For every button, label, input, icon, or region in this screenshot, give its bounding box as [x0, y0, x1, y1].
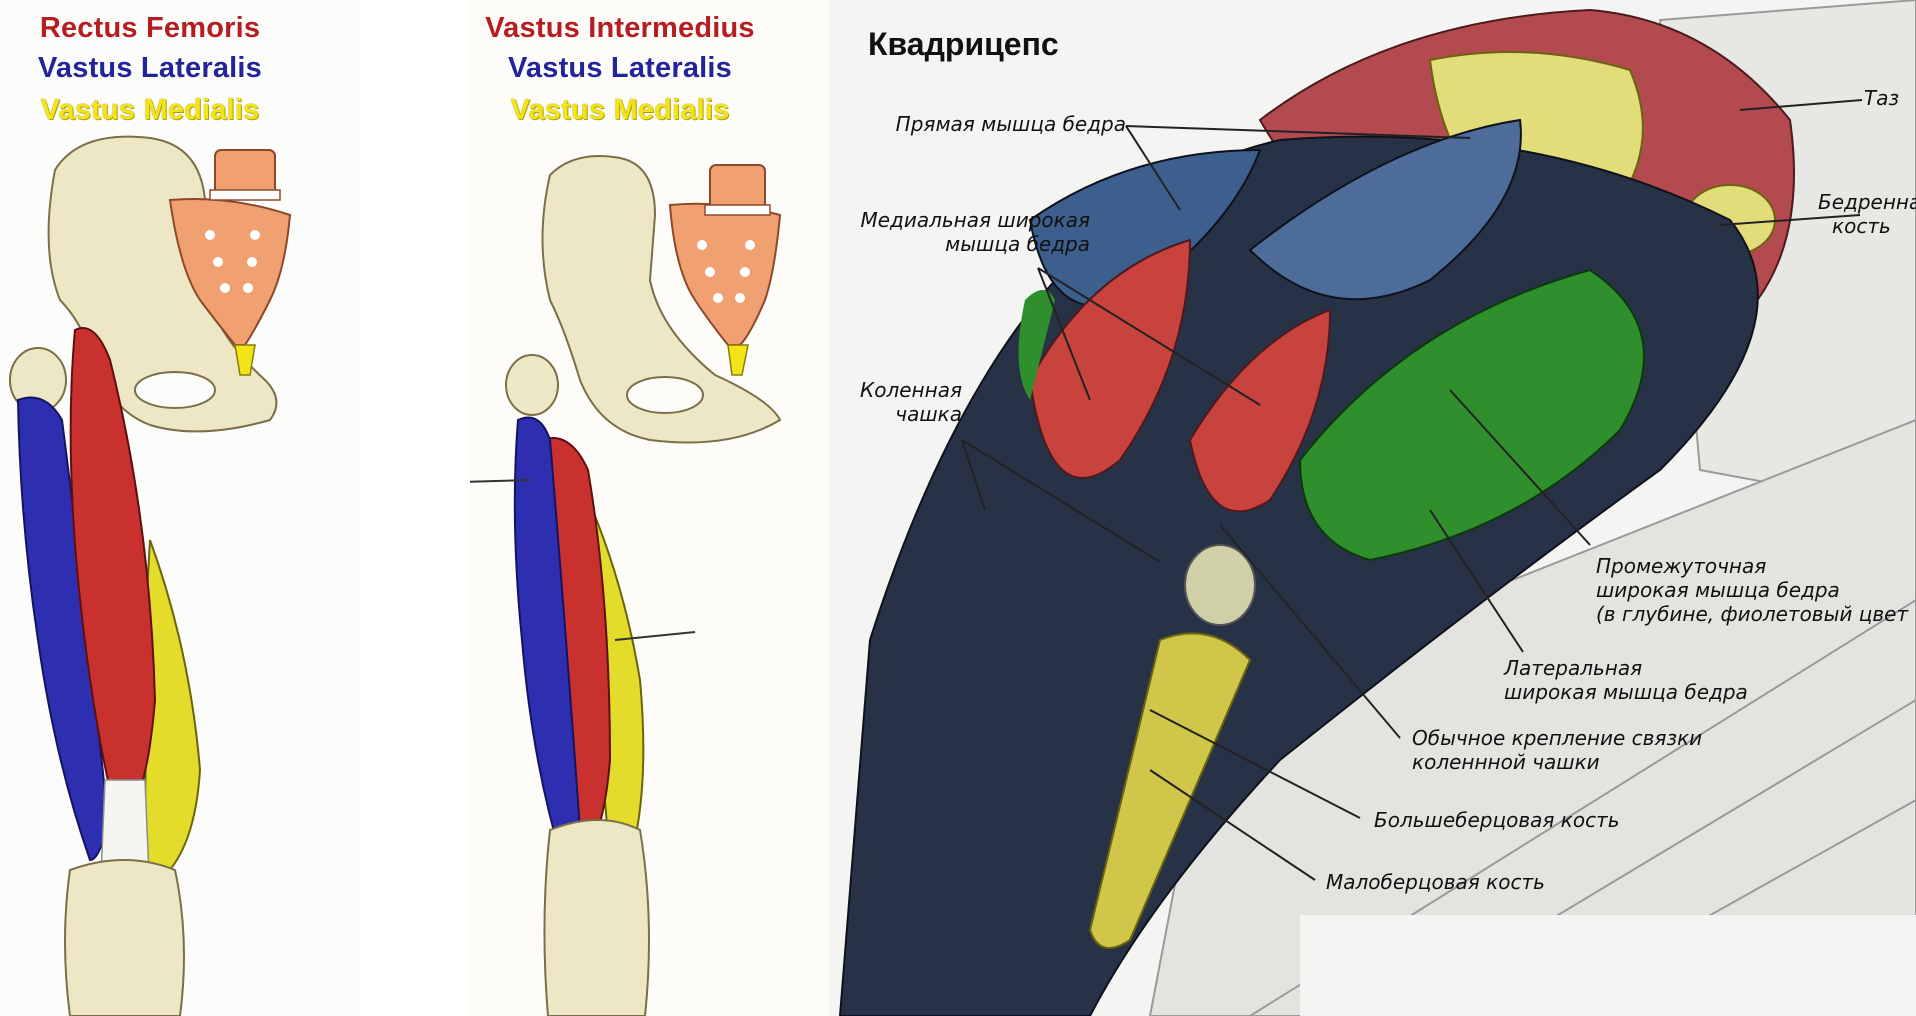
patella: [1184, 544, 1256, 626]
vastus-medialis-blue: [1028, 148, 1262, 308]
label-pelvis: Таз: [1864, 86, 1900, 110]
left-anatomy-panel: Rectus Femoris Vastus Lateralis Vastus M…: [0, 0, 360, 1016]
label-fibula: Малоберцовая кость: [1326, 870, 1545, 894]
label-femur-2: кость: [1832, 214, 1891, 238]
sacrum-bone: [668, 202, 782, 346]
coccyx: [234, 344, 256, 376]
rectus-femoris-red-1: [1028, 238, 1192, 479]
label-medial-1: Медиальная широкая: [860, 208, 1090, 232]
green-sliver: [1018, 290, 1055, 400]
label-intermed-1: Промежуточная: [1596, 554, 1767, 578]
sacrum-bone: [168, 198, 292, 346]
vertebra-disc: [704, 204, 771, 216]
rectus-blue: [1248, 118, 1522, 301]
pointer-line: [614, 631, 696, 641]
mid-title-vastus-medialis: Vastus Medialis: [510, 94, 730, 126]
vertebra: [214, 149, 276, 196]
pointer-line: [470, 479, 531, 483]
mid-title-vastus-lateralis: Vastus Lateralis: [507, 52, 733, 84]
blank-patch: [1300, 915, 1916, 1016]
vertebra: [709, 164, 766, 211]
label-lateral-1: Латеральная: [1504, 656, 1643, 680]
page-heading: Квадрицепс: [868, 26, 1059, 62]
label-patella-1: Коленная: [860, 378, 962, 402]
middle-anatomy-panel: Vastus Intermedius Vastus Lateralis Vast…: [470, 0, 830, 1016]
tibia-bone: [1088, 632, 1252, 949]
quadriceps-illustration: [838, 0, 1916, 1016]
pelvis-bone: [541, 155, 782, 444]
left-title-vastus-medialis: Vastus Medialis: [40, 94, 260, 126]
label-rectus-femoris: Прямая мышца бедра: [895, 112, 1126, 136]
label-intermed-2: широкая мышца бедра: [1596, 578, 1840, 602]
label-ligament-1: Обычное крепление связки: [1412, 726, 1703, 750]
label-lateral-2: широкая мышца бедра: [1504, 680, 1748, 704]
rectus-femoris-red-2: [1188, 308, 1332, 513]
label-ligament-2: коленнной чашки: [1412, 750, 1600, 774]
bench-seat: [1148, 418, 1916, 1016]
label-intermed-3: (в глубине, фиолетовый цвет: [1596, 602, 1909, 626]
obturator-hole: [626, 376, 704, 414]
label-medial-2: мышца бедра: [945, 232, 1090, 256]
vastus-lateralis-muscle: [16, 396, 110, 862]
rectus-femoris-muscle: [69, 327, 157, 791]
left-title-rectus-femoris: Rectus Femoris: [39, 12, 261, 44]
left-leg-illustration: [9, 135, 292, 1016]
mid-title-vastus-intermedius: Vastus Intermedius: [485, 12, 755, 44]
left-title-vastus-lateralis: Vastus Lateralis: [37, 52, 263, 84]
middle-leg-illustration: [470, 155, 782, 1016]
label-tibia: Большеберцовая кость: [1374, 808, 1620, 832]
femur-head: [505, 354, 559, 416]
obturator-hole: [134, 371, 216, 409]
coccyx: [727, 344, 749, 376]
label-femur-1: Бедренная: [1818, 190, 1916, 214]
knee-bone: [64, 859, 185, 1016]
label-pointer-lines: [961, 99, 1863, 881]
right-anatomy-panel: [830, 0, 1916, 1016]
vertebra-disc: [209, 189, 281, 201]
label-patella-2: чашка: [895, 402, 962, 426]
knee-bone: [543, 819, 650, 1016]
